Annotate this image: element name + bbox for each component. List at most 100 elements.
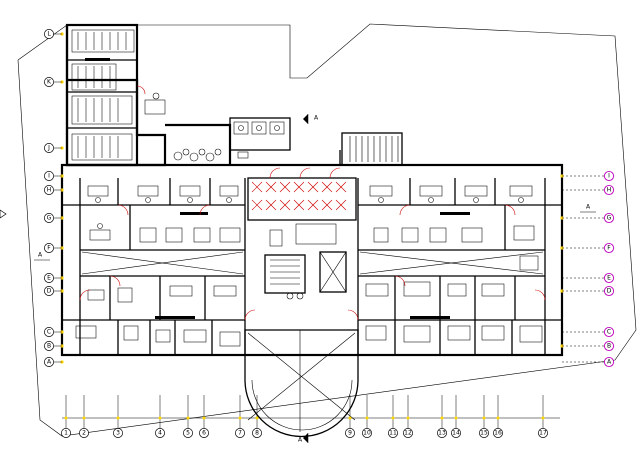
garden-plants	[173, 148, 222, 162]
grid-row-left-E: E	[44, 273, 62, 283]
grid-col-label: 13	[438, 430, 446, 437]
grid-col-label: 1	[64, 430, 68, 437]
grid-row-left-B: B	[44, 341, 62, 351]
grid-col-label: 11	[389, 430, 397, 437]
grid-row-right-I: I	[562, 170, 615, 182]
grid-row-left-label: A	[47, 359, 52, 366]
grid-row-right-label: B	[607, 343, 611, 350]
office-furniture	[75, 185, 543, 347]
grid-row-right-label: F	[607, 245, 611, 252]
board-bars	[85, 58, 470, 319]
grid-row-right-D: D	[562, 285, 615, 297]
right-grid-axes: IH G F ED CB A	[562, 170, 615, 368]
section-label-top: A	[314, 115, 319, 122]
grid-col-label: 5	[186, 430, 190, 437]
grid-row-left-label: G	[47, 215, 52, 222]
section-label-bottom: A	[298, 437, 303, 444]
grid-col-label: 15	[480, 430, 488, 437]
grid-col-11: 11	[388, 395, 398, 438]
grid-row-left-L: L	[44, 29, 62, 39]
section-marker-bottom: A	[298, 433, 309, 444]
grid-col-15: 15	[479, 395, 489, 438]
building-outline	[60, 23, 564, 357]
grid-row-right-label: C	[607, 329, 611, 336]
grid-row-left-D: D	[44, 286, 62, 296]
section-label-left: A	[38, 252, 43, 259]
section-marker-right: A	[580, 204, 596, 213]
grid-col-9: 9	[345, 395, 355, 438]
grid-col-1: 1	[61, 395, 71, 438]
grid-row-left-label: D	[47, 288, 52, 295]
grid-col-16: 16	[493, 395, 503, 438]
stair-top-right	[349, 136, 399, 162]
grid-row-left-label: L	[47, 31, 51, 38]
entrance-rotunda	[244, 329, 359, 438]
grid-col-label: 12	[404, 430, 412, 437]
grid-row-right-label: A	[607, 359, 612, 366]
grid-row-right-F: F	[562, 242, 615, 254]
left-wing-partitions	[62, 178, 246, 355]
grid-col-label: 7	[238, 430, 242, 437]
grid-row-left-J: J	[44, 143, 62, 153]
site-boundary	[17, 23, 637, 437]
grid-row-left-G: G	[44, 213, 62, 223]
grid-row-left-label: I	[48, 173, 50, 180]
axis-points	[60, 32, 564, 364]
toilet-block	[233, 121, 285, 159]
grid-row-left-label: F	[47, 245, 51, 252]
grid-row-left-A: A	[44, 357, 62, 367]
grid-col-6: 6	[199, 395, 209, 438]
librarian-office	[136, 85, 166, 115]
grid-col-label: 16	[494, 430, 502, 437]
grid-row-right-A: A	[562, 356, 615, 368]
grid-row-left-K: K	[44, 77, 62, 87]
grid-col-4: 4	[155, 395, 165, 438]
library-shelves	[67, 29, 137, 161]
grid-row-right-H: H	[562, 184, 615, 196]
grid-col-label: 6	[202, 430, 206, 437]
grid-row-left-label: J	[47, 145, 50, 152]
grid-row-right-label: H	[607, 187, 612, 194]
grid-row-left-label: B	[47, 343, 51, 350]
grid-row-right-label: D	[607, 288, 612, 295]
grid-row-right-label: E	[607, 275, 611, 282]
grid-row-left-I: I	[44, 171, 62, 181]
grid-row-right-E: E	[562, 272, 615, 284]
grid-row-left-H: H	[44, 185, 62, 195]
section-marker-left: A	[34, 252, 50, 261]
grid-col-5: 5	[183, 395, 193, 438]
grid-row-right-C: C	[562, 326, 615, 338]
grid-col-3: 3	[113, 395, 123, 438]
grid-col-13: 13	[437, 395, 447, 438]
section-marker-top: A	[303, 114, 319, 124]
grid-col-7: 7	[235, 395, 245, 438]
grid-col-label: 9	[348, 430, 352, 437]
grid-row-left-C: C	[44, 327, 62, 337]
grid-col-label: 4	[158, 430, 162, 437]
grid-col-12: 12	[403, 395, 413, 438]
central-core	[247, 167, 357, 300]
grid-col-10: 10	[362, 395, 372, 438]
grid-col-17: 17	[538, 395, 548, 438]
grid-row-right-G: G	[562, 212, 615, 224]
left-grid-axes: L K J IH G F ED CB A	[44, 29, 62, 367]
grid-col-label: 3	[116, 430, 120, 437]
grid-col-8: 8	[252, 395, 262, 438]
grid-row-left-F: F	[44, 243, 62, 253]
grid-col-14: 14	[451, 395, 461, 438]
grid-col-label: 17	[539, 430, 547, 437]
grid-col-label: 2	[82, 430, 86, 437]
grid-col-2: 2	[79, 395, 89, 438]
grid-row-right-label: G	[607, 215, 612, 222]
grid-col-label: 8	[255, 430, 259, 437]
grid-row-left-label: K	[47, 79, 52, 86]
grid-col-label: 10	[363, 430, 371, 437]
section-label-right: A	[586, 204, 591, 211]
doors	[79, 204, 546, 321]
north-arrow-left	[0, 209, 7, 219]
grid-row-left-label: C	[47, 329, 51, 336]
grid-col-label: 14	[452, 430, 460, 437]
grid-row-left-label: E	[47, 275, 51, 282]
